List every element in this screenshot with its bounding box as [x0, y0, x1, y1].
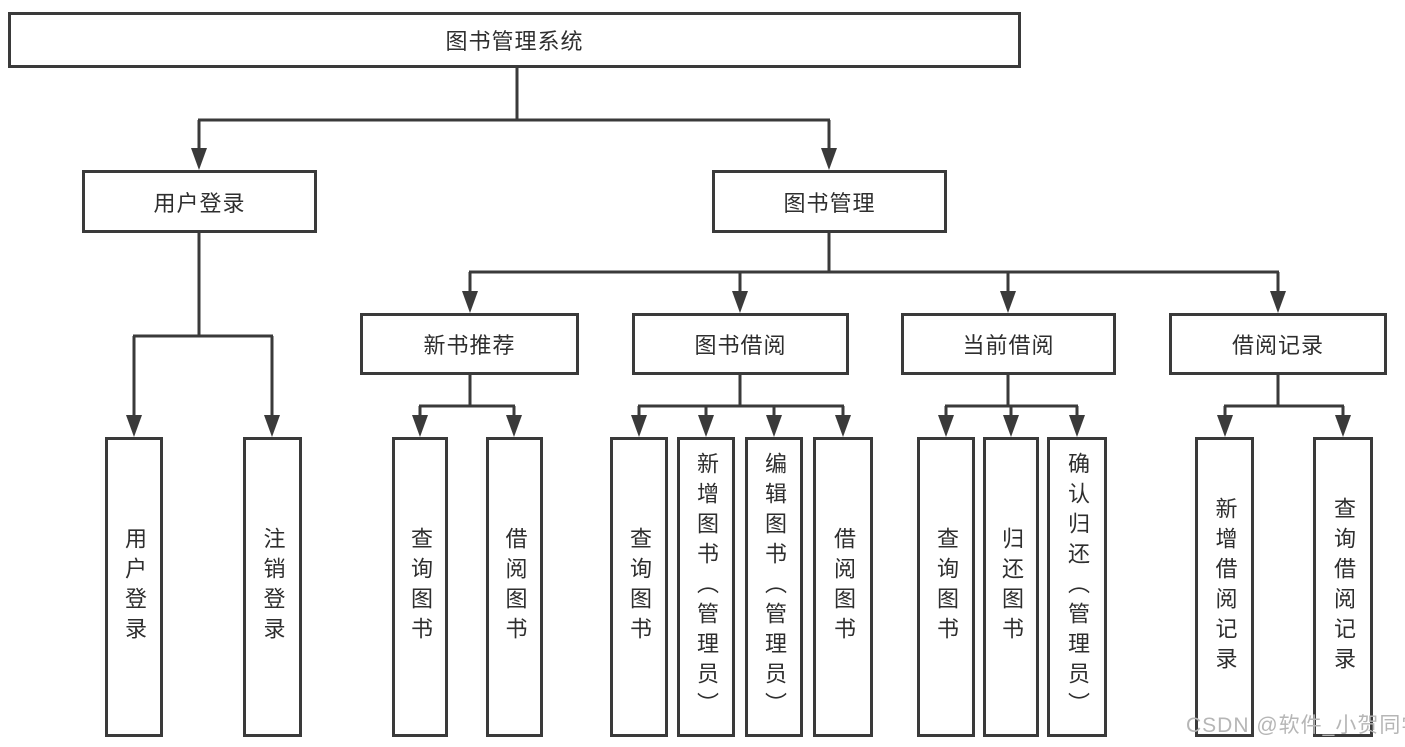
leaf-add-book-admin: 新增图书（管理员） [677, 437, 735, 737]
node-current-borrow: 当前借阅 [901, 313, 1116, 375]
leaf-borrow-books-recommend-label: 借阅图书 [502, 527, 528, 647]
node-book-management-label: 图书管理 [783, 190, 876, 216]
leaf-query-borrow-record-label: 查询借阅记录 [1331, 497, 1356, 677]
node-book-management: 图书管理 [712, 170, 947, 233]
leaf-query-books-current: 查询图书 [917, 437, 975, 737]
leaf-user-login: 用户登录 [105, 437, 163, 737]
leaf-borrow-books-label: 借阅图书 [831, 527, 856, 647]
csdn-watermark: CSDN @软件_小贺同学 [1186, 714, 1405, 737]
leaf-add-book-admin-label: 新增图书（管理员） [694, 452, 719, 722]
node-new-book-recommend-label: 新书推荐 [423, 333, 516, 358]
leaf-logout: 注销登录 [243, 437, 302, 737]
leaf-query-books-borrow-label: 查询图书 [627, 527, 652, 647]
leaf-user-login-label: 用户登录 [122, 527, 147, 647]
leaf-add-borrow-record-label: 新增借阅记录 [1212, 497, 1238, 677]
leaf-return-book: 归还图书 [983, 437, 1039, 737]
leaf-borrow-books-recommend: 借阅图书 [486, 437, 543, 737]
leaf-borrow-books: 借阅图书 [813, 437, 873, 737]
arrowheads [126, 148, 1351, 437]
node-book-borrow: 图书借阅 [632, 313, 849, 375]
node-library-system: 图书管理系统 [8, 12, 1021, 68]
leaf-query-books-recommend-label: 查询图书 [408, 527, 433, 647]
leaf-query-borrow-record: 查询借阅记录 [1313, 437, 1373, 737]
leaf-query-books-borrow: 查询图书 [610, 437, 668, 737]
leaf-add-borrow-record: 新增借阅记录 [1195, 437, 1254, 737]
leaf-confirm-return-admin: 确认归还（管理员） [1047, 437, 1107, 737]
node-book-borrow-label: 图书借阅 [694, 333, 787, 358]
node-user-login-label: 用户登录 [153, 190, 246, 216]
leaf-return-book-label: 归还图书 [999, 527, 1024, 647]
leaf-query-books-recommend: 查询图书 [392, 437, 448, 737]
node-user-login: 用户登录 [82, 170, 317, 233]
leaf-confirm-return-admin-label: 确认归还（管理员） [1065, 452, 1090, 722]
leaf-edit-book-admin-label: 编辑图书（管理员） [762, 452, 787, 722]
leaf-query-books-current-label: 查询图书 [934, 527, 959, 647]
node-new-book-recommend: 新书推荐 [360, 313, 579, 375]
leaf-logout-label: 注销登录 [260, 527, 286, 647]
node-current-borrow-label: 当前借阅 [962, 333, 1055, 358]
node-borrow-records: 借阅记录 [1169, 313, 1387, 375]
node-library-system-label: 图书管理系统 [445, 29, 584, 54]
node-borrow-records-label: 借阅记录 [1231, 333, 1324, 358]
leaf-edit-book-admin: 编辑图书（管理员） [745, 437, 803, 737]
